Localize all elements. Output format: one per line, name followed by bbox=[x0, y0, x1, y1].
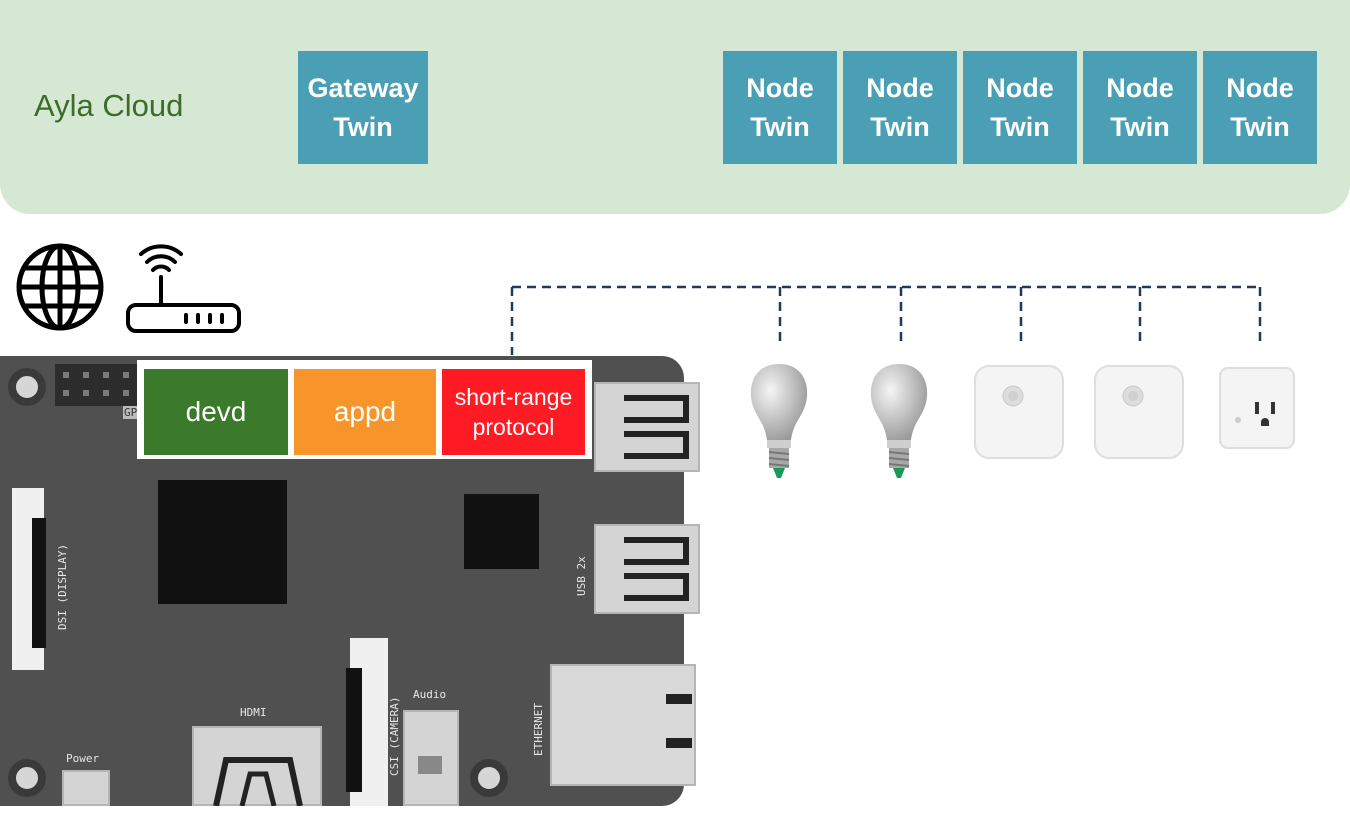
power-port bbox=[62, 770, 110, 806]
ethernet-label: ETHERNET bbox=[532, 703, 545, 756]
csi-connector-slot bbox=[346, 668, 362, 792]
node-twin-line2: Twin bbox=[1110, 111, 1170, 142]
node-twin-line1: Node bbox=[746, 72, 814, 103]
hdmi-slot bbox=[213, 757, 303, 806]
appd-label: appd bbox=[333, 396, 397, 427]
gateway-twin: Gateway Twin bbox=[298, 51, 428, 164]
audio-jack bbox=[403, 710, 459, 806]
gateway-twin-line2: Twin bbox=[333, 111, 393, 142]
node-twin-line2: Twin bbox=[1230, 111, 1290, 142]
soc-chip bbox=[158, 480, 287, 604]
hdmi-label: HDMI bbox=[240, 706, 267, 719]
light-bulb-icon bbox=[870, 364, 928, 478]
audio-jack-socket bbox=[418, 756, 442, 774]
dsi-connector-slot bbox=[32, 518, 46, 648]
protocol-line1: short-range bbox=[454, 384, 573, 410]
wifi-router-icon bbox=[126, 244, 241, 333]
ethernet-led bbox=[666, 738, 692, 748]
node-twin: Node Twin bbox=[723, 51, 837, 164]
node-twin-line1: Node bbox=[866, 72, 934, 103]
usb-slots bbox=[624, 395, 689, 601]
ram-chip bbox=[464, 494, 539, 569]
gateway-twin-line1: Gateway bbox=[307, 72, 419, 103]
cloud-label: Ayla Cloud bbox=[34, 88, 184, 123]
gpio-label: GP bbox=[123, 406, 139, 419]
short-range-protocol-module: short-range protocol bbox=[442, 369, 585, 455]
ayla-cloud-panel: Ayla Cloud Gateway Twin Node Twin Node T… bbox=[0, 0, 1350, 214]
devd-module: devd bbox=[144, 369, 288, 455]
globe-icon bbox=[16, 243, 104, 331]
light-bulb-icon bbox=[750, 364, 808, 478]
gpio-header bbox=[55, 364, 140, 406]
csi-label: CSI (CAMERA) bbox=[388, 696, 401, 776]
node-twin-line1: Node bbox=[1106, 72, 1174, 103]
node-twin-line1: Node bbox=[986, 72, 1054, 103]
smart-plug-icon bbox=[1219, 367, 1295, 449]
protocol-line2: protocol bbox=[472, 414, 555, 440]
dsi-label: DSI (DISPLAY) bbox=[56, 543, 69, 630]
node-twin-line2: Twin bbox=[750, 111, 810, 142]
node-twin-line1: Node bbox=[1226, 72, 1294, 103]
motion-sensor-icon bbox=[1094, 365, 1184, 459]
mount-hole bbox=[470, 759, 508, 797]
node-twin-line2: Twin bbox=[870, 111, 930, 142]
hdmi-port bbox=[192, 726, 322, 806]
devd-label: devd bbox=[185, 396, 247, 427]
ethernet-led bbox=[666, 694, 692, 704]
audio-label: Audio bbox=[413, 688, 447, 701]
node-twin: Node Twin bbox=[1203, 51, 1317, 164]
usb-label: USB 2x bbox=[575, 556, 588, 596]
node-twin: Node Twin bbox=[963, 51, 1077, 164]
ethernet-port bbox=[550, 664, 696, 786]
node-twin: Node Twin bbox=[1083, 51, 1197, 164]
node-twin: Node Twin bbox=[843, 51, 957, 164]
node-twin-line2: Twin bbox=[990, 111, 1050, 142]
gateway-software-stack: devd appd short-range protocol bbox=[137, 360, 592, 459]
mount-hole bbox=[8, 368, 46, 406]
appd-module: appd bbox=[294, 369, 436, 455]
motion-sensor-icon bbox=[974, 365, 1064, 459]
power-label: Power bbox=[66, 752, 100, 765]
mount-hole bbox=[8, 759, 46, 797]
